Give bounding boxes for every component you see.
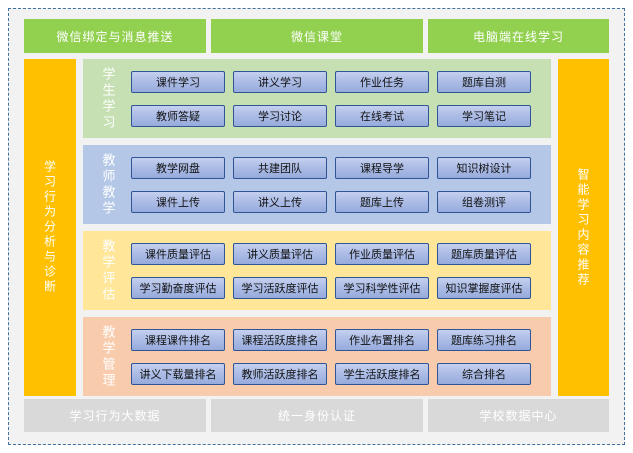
module-box: 讲义下载量排名 bbox=[131, 362, 225, 385]
module-box: 讲义上传 bbox=[233, 190, 327, 213]
right-bar-label: 智能学习内容推荐 bbox=[576, 167, 590, 288]
module-box: 题库自测 bbox=[437, 70, 531, 93]
section-1-label: 教师教学 bbox=[83, 153, 131, 217]
module-box: 组卷测评 bbox=[437, 190, 531, 213]
section-0: 学生学习课件学习讲义学习作业任务题库自测教师答疑学习讨论在线考试学习笔记 bbox=[83, 59, 551, 138]
module-box: 学习勤奋度评估 bbox=[131, 276, 225, 299]
diagram-panel: 微信绑定与消息推送微信课堂电脑端在线学习 学习行为分析与诊断 学生学习课件学习讲… bbox=[8, 8, 625, 445]
section-0-modules: 课件学习讲义学习作业任务题库自测教师答疑学习讨论在线考试学习笔记 bbox=[131, 70, 531, 127]
module-box: 教师活跃度排名 bbox=[233, 362, 327, 385]
section-1-modules: 教学网盘共建团队课程导学知识树设计课件上传讲义上传题库上传组卷测评 bbox=[131, 156, 531, 213]
module-box: 讲义质量评估 bbox=[233, 242, 327, 265]
module-box: 题库练习排名 bbox=[437, 328, 531, 351]
module-box: 共建团队 bbox=[233, 156, 327, 179]
module-box: 课程活跃度排名 bbox=[233, 328, 327, 351]
module-box: 课件质量评估 bbox=[131, 242, 225, 265]
section-3: 教学管理课程课件排名课程活跃度排名作业布置排名题库练习排名讲义下载量排名教师活跃… bbox=[83, 317, 551, 396]
module-box: 学习科学性评估 bbox=[335, 276, 429, 299]
right-bar: 智能学习内容推荐 bbox=[558, 59, 609, 396]
top-box-2: 电脑端在线学习 bbox=[428, 19, 609, 53]
module-box: 学习笔记 bbox=[437, 104, 531, 127]
top-row: 微信绑定与消息推送微信课堂电脑端在线学习 bbox=[24, 19, 609, 53]
module-box: 学习活跃度评估 bbox=[233, 276, 327, 299]
module-box: 作业布置排名 bbox=[335, 328, 429, 351]
bottom-box-2: 学校数据中心 bbox=[428, 399, 609, 432]
module-box: 综合排名 bbox=[437, 362, 531, 385]
module-box: 知识掌握度评估 bbox=[437, 276, 531, 299]
module-box: 课程课件排名 bbox=[131, 328, 225, 351]
section-3-label-text: 教学管理 bbox=[99, 324, 115, 389]
module-box: 教学网盘 bbox=[131, 156, 225, 179]
section-2-modules: 课件质量评估讲义质量评估作业质量评估题库质量评估学习勤奋度评估学习活跃度评估学习… bbox=[131, 242, 531, 299]
section-1-label-text: 教师教学 bbox=[99, 152, 115, 217]
section-3-label: 教学管理 bbox=[83, 325, 131, 389]
section-2-label-text: 教学评估 bbox=[99, 238, 115, 303]
bottom-box-0: 学习行为大数据 bbox=[24, 399, 206, 432]
module-box: 学生活跃度排名 bbox=[335, 362, 429, 385]
module-box: 作业任务 bbox=[335, 70, 429, 93]
left-bar-label: 学习行为分析与诊断 bbox=[42, 160, 57, 295]
section-0-label-text: 学生学习 bbox=[99, 66, 115, 131]
module-box: 课件学习 bbox=[131, 70, 225, 93]
section-3-modules: 课程课件排名课程活跃度排名作业布置排名题库练习排名讲义下载量排名教师活跃度排名学… bbox=[131, 328, 531, 385]
module-box: 课程导学 bbox=[335, 156, 429, 179]
module-box: 知识树设计 bbox=[437, 156, 531, 179]
module-box: 题库质量评估 bbox=[437, 242, 531, 265]
top-box-1: 微信课堂 bbox=[211, 19, 423, 53]
module-box: 学习讨论 bbox=[233, 104, 327, 127]
bottom-box-1: 统一身份认证 bbox=[211, 399, 423, 432]
module-box: 在线考试 bbox=[335, 104, 429, 127]
sections-container: 学生学习课件学习讲义学习作业任务题库自测教师答疑学习讨论在线考试学习笔记教师教学… bbox=[83, 59, 551, 396]
bottom-row: 学习行为大数据统一身份认证学校数据中心 bbox=[24, 399, 609, 432]
section-2: 教学评估课件质量评估讲义质量评估作业质量评估题库质量评估学习勤奋度评估学习活跃度… bbox=[83, 231, 551, 310]
module-box: 教师答疑 bbox=[131, 104, 225, 127]
module-box: 课件上传 bbox=[131, 190, 225, 213]
section-2-label: 教学评估 bbox=[83, 239, 131, 303]
module-box: 作业质量评估 bbox=[335, 242, 429, 265]
middle-area: 学习行为分析与诊断 学生学习课件学习讲义学习作业任务题库自测教师答疑学习讨论在线… bbox=[24, 59, 609, 396]
top-box-0: 微信绑定与消息推送 bbox=[24, 19, 206, 53]
module-box: 讲义学习 bbox=[233, 70, 327, 93]
module-box: 题库上传 bbox=[335, 190, 429, 213]
left-bar: 学习行为分析与诊断 bbox=[24, 59, 76, 396]
section-1: 教师教学教学网盘共建团队课程导学知识树设计课件上传讲义上传题库上传组卷测评 bbox=[83, 145, 551, 224]
section-0-label: 学生学习 bbox=[83, 67, 131, 131]
